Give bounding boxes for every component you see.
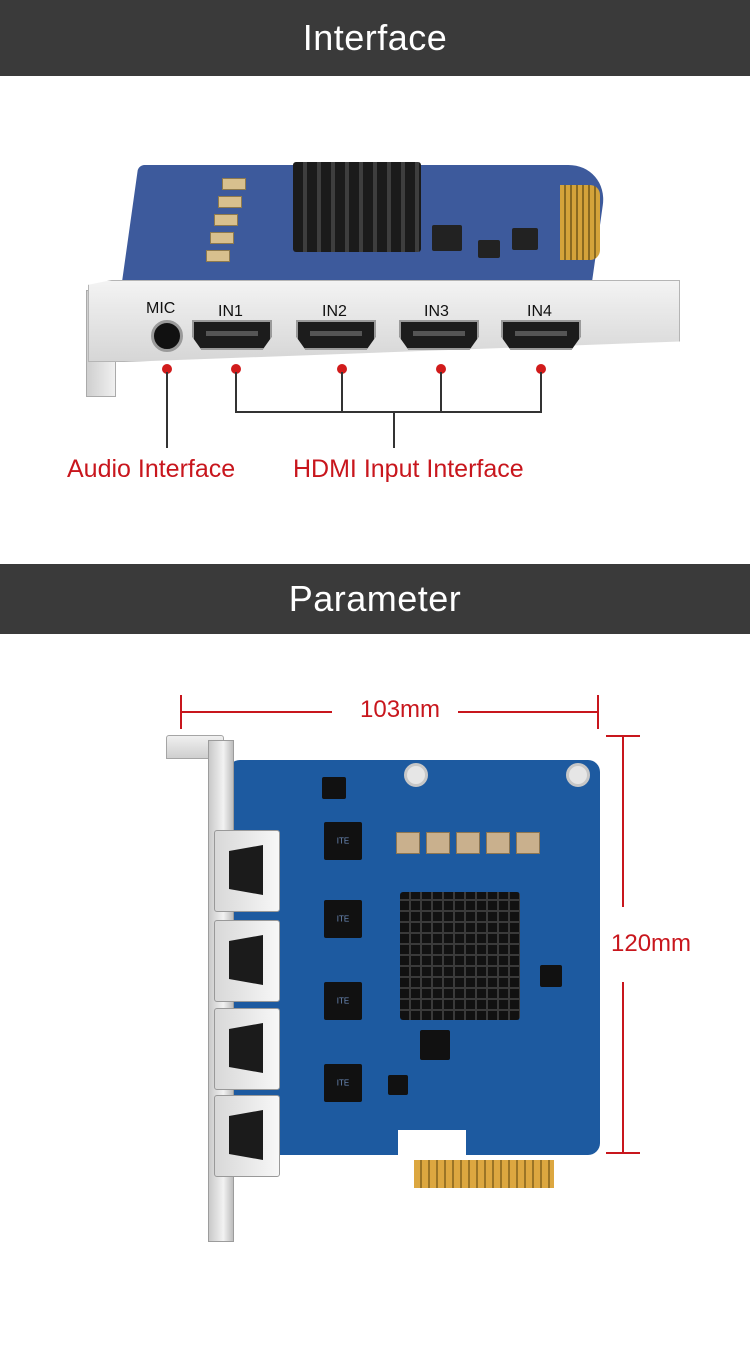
hdmi-port-2 bbox=[214, 920, 280, 1002]
hdmi-port-in1 bbox=[192, 320, 272, 350]
inductor bbox=[396, 832, 420, 854]
in4-port-label: IN4 bbox=[527, 303, 552, 320]
hdmi-port-4 bbox=[214, 1095, 280, 1177]
audio-interface-label: Audio Interface bbox=[67, 455, 236, 483]
mounting-hole bbox=[566, 763, 590, 787]
board-notch bbox=[398, 1130, 466, 1162]
inductor bbox=[222, 178, 246, 190]
parameter-header: Parameter bbox=[0, 564, 750, 634]
height-dim-line-top bbox=[622, 735, 624, 907]
hdmi-leader-line bbox=[393, 411, 395, 448]
small-chip bbox=[540, 965, 562, 987]
hdmi-port-in4 bbox=[501, 320, 581, 350]
inductor bbox=[206, 250, 230, 262]
in3-port-label: IN3 bbox=[424, 303, 449, 320]
interface-header: Interface bbox=[0, 0, 750, 76]
small-chip bbox=[322, 777, 346, 799]
in3-leader-line bbox=[440, 372, 442, 412]
inductor bbox=[426, 832, 450, 854]
small-chip bbox=[420, 1030, 450, 1060]
inductor bbox=[214, 214, 238, 226]
in3-marker-dot bbox=[436, 364, 446, 374]
ite-chip: ITE bbox=[324, 1064, 362, 1102]
height-label: 120mm bbox=[611, 930, 692, 957]
hdmi-port-1 bbox=[214, 830, 280, 912]
inductor bbox=[210, 232, 234, 244]
ite-chip: ITE bbox=[324, 822, 362, 860]
small-chip bbox=[388, 1075, 408, 1095]
heatsink-top bbox=[400, 892, 520, 1020]
in1-port-label: IN1 bbox=[218, 303, 243, 320]
chip bbox=[478, 240, 500, 258]
parameter-title: Parameter bbox=[288, 578, 462, 619]
gold-fingers bbox=[560, 185, 600, 260]
in2-port-label: IN2 bbox=[322, 303, 347, 320]
height-dim-line-bottom bbox=[622, 982, 624, 1154]
in4-leader-line bbox=[540, 372, 542, 412]
hdmi-port-in3 bbox=[399, 320, 479, 350]
audio-marker-dot bbox=[162, 364, 172, 374]
in2-leader-line bbox=[341, 372, 343, 412]
audio-leader-line bbox=[166, 372, 168, 448]
interface-title: Interface bbox=[302, 17, 448, 58]
ite-chip: ITE bbox=[324, 900, 362, 938]
hdmi-interface-label: HDMI Input Interface bbox=[293, 455, 524, 483]
in2-marker-dot bbox=[337, 364, 347, 374]
in1-marker-dot bbox=[231, 364, 241, 374]
io-bracket bbox=[88, 280, 680, 362]
chip bbox=[432, 225, 462, 251]
hdmi-bracket-line bbox=[235, 411, 542, 413]
heatsink bbox=[293, 162, 421, 252]
ite-chip: ITE bbox=[324, 982, 362, 1020]
mic-port-label: MIC bbox=[146, 300, 176, 317]
gold-fingers-top bbox=[414, 1160, 554, 1188]
inductor bbox=[218, 196, 242, 208]
width-label: 103mm bbox=[360, 696, 441, 723]
width-dim-line-right bbox=[458, 711, 599, 713]
inductor bbox=[486, 832, 510, 854]
chip bbox=[512, 228, 538, 250]
hdmi-port-3 bbox=[214, 1008, 280, 1090]
mic-jack bbox=[151, 320, 183, 352]
in1-leader-line bbox=[235, 372, 237, 412]
width-dim-line-left bbox=[180, 711, 332, 713]
inductor bbox=[456, 832, 480, 854]
mounting-hole bbox=[404, 763, 428, 787]
in4-marker-dot bbox=[536, 364, 546, 374]
inductor bbox=[516, 832, 540, 854]
hdmi-port-in2 bbox=[296, 320, 376, 350]
